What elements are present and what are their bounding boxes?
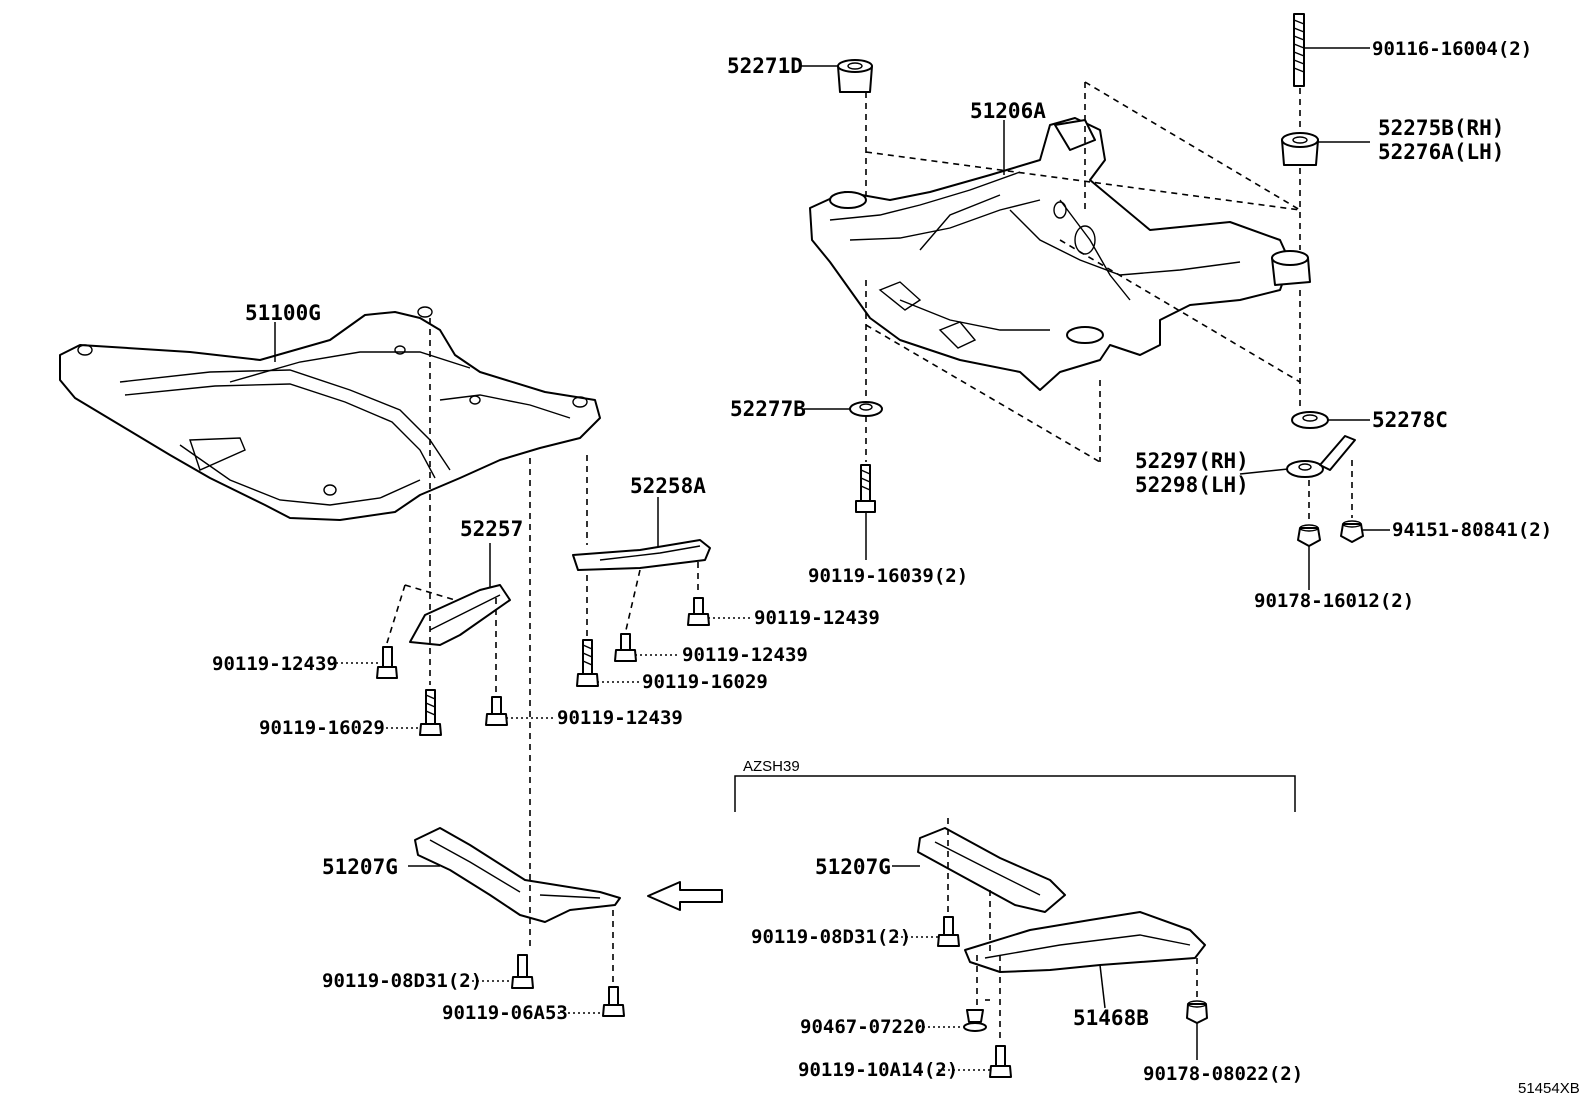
brace-52257[interactable] (409, 584, 511, 646)
label-90119-06a53: 90119-06A53 (442, 1002, 568, 1024)
bolt-90119-16029-right[interactable] (576, 639, 599, 687)
label-51100g: 51100G (245, 301, 321, 325)
label-90119-16029-right: 90119-16029 (642, 671, 768, 693)
stopper-52277b[interactable] (849, 401, 883, 417)
label-52257: 52257 (460, 517, 523, 541)
bracket-52297-52298[interactable] (1286, 435, 1356, 478)
label-90178-16012: 90178-16012(2) (1254, 590, 1414, 612)
bolt-90119-12439-mid[interactable] (485, 696, 508, 726)
brace-52258a[interactable] (572, 539, 711, 571)
variant-bracket (734, 775, 1296, 812)
label-94151-80841: 94151-80841(2) (1392, 519, 1552, 541)
bolt-90119-12439-left[interactable] (376, 646, 398, 679)
stopper-52278c[interactable] (1291, 411, 1329, 429)
bolt-90119-08d31-left[interactable] (511, 954, 534, 989)
label-90467-07220: 90467-07220 (800, 1016, 926, 1038)
nut-90178-08022[interactable] (1186, 1000, 1208, 1024)
label-52271d: 52271D (727, 54, 803, 78)
label-90178-08022: 90178-08022(2) (1143, 1063, 1303, 1085)
bolt-90119-12439-mid2[interactable] (614, 633, 637, 662)
label-52297-rh: 52297(RH) (1135, 449, 1249, 473)
stud-bolt-90116[interactable] (1293, 13, 1305, 87)
bolt-90119-10a14[interactable] (989, 1045, 1012, 1078)
label-90119-08d31-right: 90119-08D31(2) (751, 926, 911, 948)
bolt-90119-16029-left[interactable] (419, 689, 442, 736)
nut-94151-80841[interactable] (1340, 520, 1364, 543)
bolt-90119-08d31-right[interactable] (937, 916, 960, 947)
cover-51468b[interactable] (964, 911, 1206, 973)
label-52277b: 52277B (730, 397, 806, 421)
label-51206a: 51206A (970, 99, 1046, 123)
leader-lines (274, 47, 1390, 1071)
label-52278c: 52278C (1372, 408, 1448, 432)
label-52275b-rh: 52275B(RH) (1378, 116, 1504, 140)
label-52276a-lh: 52276A(LH) (1378, 140, 1504, 164)
brace-51207g-right[interactable] (917, 827, 1066, 913)
alignment-lines (386, 81, 1353, 1042)
label-90119-08d31-left: 90119-08D31(2) (322, 970, 482, 992)
bushing-52275b-52276a[interactable] (1281, 132, 1319, 166)
nut-90178-16012[interactable] (1297, 524, 1321, 547)
label-52298-lh: 52298(LH) (1135, 473, 1249, 497)
bolt-90119-12439-right[interactable] (687, 597, 710, 626)
label-90119-12439-mid2: 90119-12439 (682, 644, 808, 666)
bolt-90119-06a53[interactable] (602, 986, 625, 1017)
label-51207g-right: 51207G (815, 855, 891, 879)
front-crossmember-51100g[interactable] (59, 306, 601, 521)
label-51468b: 51468B (1073, 1006, 1149, 1030)
bolt-90119-16039[interactable] (855, 464, 876, 513)
label-90119-16039: 90119-16039(2) (808, 565, 968, 587)
clip-90467-07220[interactable] (963, 1009, 987, 1032)
label-azsh39: AZSH39 (743, 758, 800, 775)
bushing-52271d[interactable] (837, 59, 873, 93)
label-90119-16029-left: 90119-16029 (259, 717, 385, 739)
label-90119-12439-left: 90119-12439 (212, 653, 338, 675)
label-52258a: 52258A (630, 474, 706, 498)
label-51207g-left: 51207G (322, 855, 398, 879)
direction-arrow (647, 881, 723, 911)
label-90119-12439-right: 90119-12439 (754, 607, 880, 629)
label-90116-16004: 90116-16004(2) (1372, 38, 1532, 60)
diagram-code: 51454XB (1518, 1080, 1580, 1097)
brace-51207g-left[interactable] (414, 827, 621, 923)
label-90119-12439-mid: 90119-12439 (557, 707, 683, 729)
label-90119-10a14: 90119-10A14(2) (798, 1059, 958, 1081)
rear-crossmember-51206a[interactable] (809, 117, 1311, 391)
